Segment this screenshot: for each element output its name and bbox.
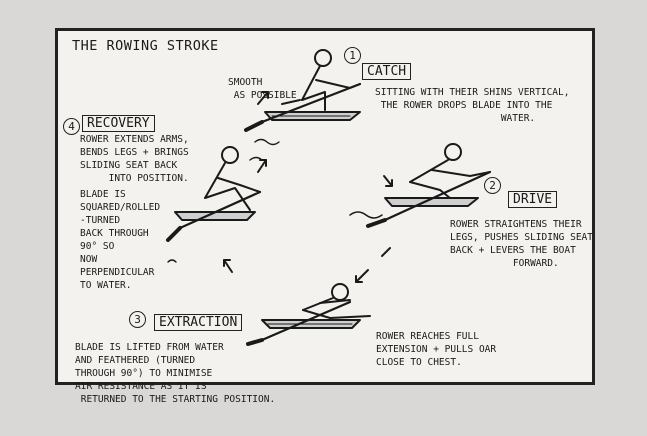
step-label-catch: CATCH — [362, 63, 412, 80]
water-squiggles — [167, 138, 280, 263]
catch-boat — [264, 111, 361, 121]
catch-oar — [260, 82, 362, 124]
extraction-description: BLADE IS LIFTED FROM WATER AND FEATHERED… — [75, 342, 276, 405]
step-label-recovery: RECOVERY — [82, 115, 155, 132]
step-number-1: 1 — [344, 47, 361, 64]
recovery-blade-note: BLADE IS SQUARED/ROLLED -TURNED BACK THR… — [80, 189, 161, 291]
smooth-annotation: SMOOTH AS POSSIBLE — [228, 77, 297, 101]
extraction-rower-figure — [302, 283, 371, 319]
cycle-arrows — [223, 91, 393, 283]
extraction-boat — [261, 319, 361, 329]
diagram-title: THE ROWING STROKE — [72, 38, 219, 54]
recovery-oar — [178, 190, 262, 230]
catch-blade — [244, 120, 264, 132]
step-label-drive: DRIVE — [508, 191, 558, 208]
drive-water-ripple — [349, 211, 383, 219]
extraction-oar — [260, 300, 352, 342]
drive-description: ROWER STRAIGHTENS THEIR LEGS, PUSHES SLI… — [450, 219, 593, 269]
step-number-2: 2 — [484, 177, 501, 194]
drive-boat — [384, 197, 479, 207]
drive-rower-figure — [409, 143, 491, 207]
drive-oar — [383, 170, 492, 222]
step-number-3: 3 — [129, 311, 146, 328]
extraction-note: ROWER REACHES FULL EXTENSION + PULLS OAR… — [376, 331, 497, 368]
recovery-description: ROWER EXTENDS ARMS, BENDS LEGS + BRINGS … — [80, 134, 189, 184]
recovery-blade — [166, 226, 182, 242]
catch-description: SITTING WITH THEIR SHINS VERTICAL, THE R… — [375, 87, 570, 124]
drive-blade — [366, 218, 387, 228]
recovery-boat — [174, 211, 256, 221]
step-label-extraction: EXTRACTION — [154, 314, 243, 331]
extraction-blade — [246, 338, 264, 346]
recovery-rower-figure — [204, 146, 261, 211]
step-number-4: 4 — [63, 118, 80, 135]
